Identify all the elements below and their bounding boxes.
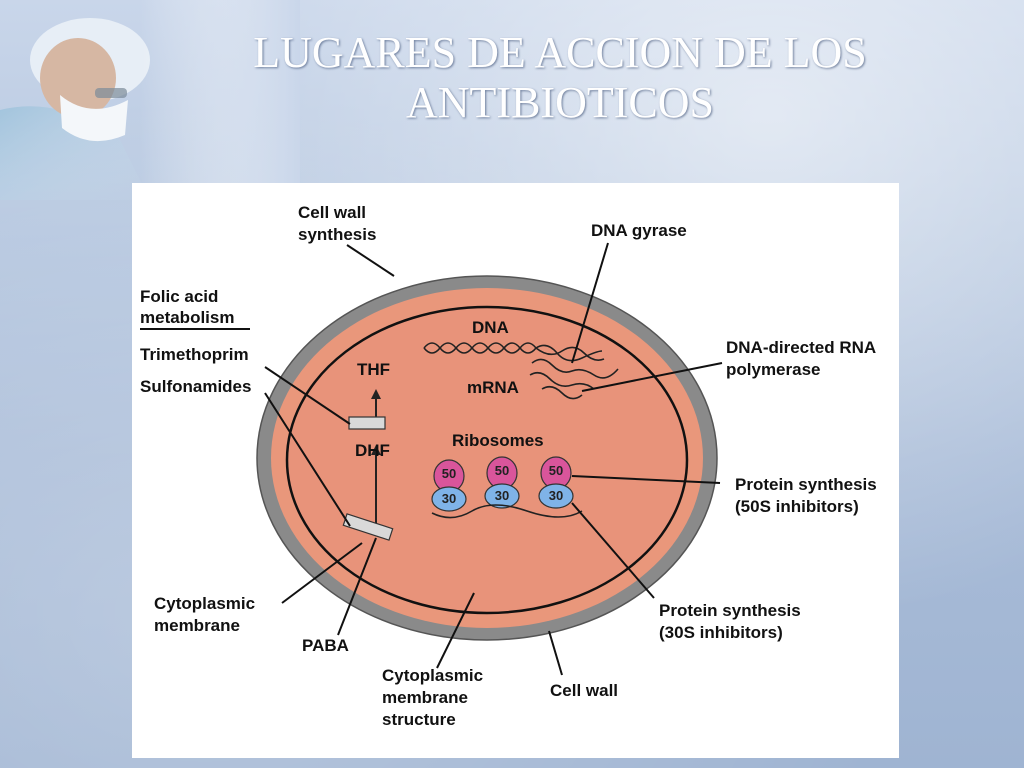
mrna-ribosome-strand bbox=[431, 504, 583, 519]
antibiotic-sites-diagram: 50 30 50 30 50 30 bbox=[132, 183, 899, 758]
label-rna-polymerase-1: DNA-directed RNA bbox=[726, 338, 876, 357]
label-cell-wall-synthesis-2: synthesis bbox=[298, 225, 376, 244]
label-trimethoprim: Trimethoprim bbox=[140, 345, 249, 364]
slide-title: LUGARES DE ACCION DE LOS ANTIBIOTICOS bbox=[230, 28, 890, 128]
label-cell-wall: Cell wall bbox=[550, 681, 618, 700]
slide-title-line-1: LUGARES DE ACCION DE LOS bbox=[253, 28, 867, 77]
label-cell-wall-synthesis-1: Cell wall bbox=[298, 203, 366, 222]
label-rna-polymerase-2: polymerase bbox=[726, 360, 821, 379]
label-ribosomes: Ribosomes bbox=[452, 431, 544, 450]
ribosome-1-30s-label: 30 bbox=[442, 491, 456, 506]
label-dhf: DHF bbox=[355, 441, 390, 460]
label-protein-50s-1: Protein synthesis bbox=[735, 475, 877, 494]
mrna-strands bbox=[529, 358, 619, 400]
label-sulfonamides: Sulfonamides bbox=[140, 377, 251, 396]
label-folic-acid-1: Folic acid bbox=[140, 287, 218, 306]
label-dna-gyrase: DNA gyrase bbox=[591, 221, 687, 240]
label-paba: PABA bbox=[302, 636, 349, 655]
dna-strand bbox=[423, 342, 605, 362]
label-folic-acid-2: metabolism bbox=[140, 308, 234, 327]
trimethoprim-block bbox=[348, 416, 386, 430]
leader-lines bbox=[264, 242, 723, 676]
surgeon-photo bbox=[0, 0, 300, 200]
label-membrane-structure-2: membrane bbox=[382, 688, 468, 707]
slide-title-line-2: ANTIBIOTICOS bbox=[406, 78, 714, 127]
label-protein-30s-1: Protein synthesis bbox=[659, 601, 801, 620]
ribosome-2-50s-label: 50 bbox=[495, 463, 509, 478]
label-membrane-structure-1: Cytoplasmic bbox=[382, 666, 483, 685]
label-thf: THF bbox=[357, 360, 390, 379]
ribosome-3-30s-label: 30 bbox=[549, 488, 563, 503]
label-protein-50s-2: (50S inhibitors) bbox=[735, 497, 859, 516]
label-cytoplasmic-membrane-2: membrane bbox=[154, 616, 240, 635]
ribosome-3-50s-label: 50 bbox=[549, 463, 563, 478]
ribosome-2: 50 30 bbox=[484, 456, 520, 509]
ribosome-1: 50 30 bbox=[431, 459, 467, 512]
label-protein-30s-2: (30S inhibitors) bbox=[659, 623, 783, 642]
ribosome-3: 50 30 bbox=[538, 456, 574, 509]
label-cytoplasmic-membrane-1: Cytoplasmic bbox=[154, 594, 255, 613]
ribosome-1-50s-label: 50 bbox=[442, 466, 456, 481]
label-dna: DNA bbox=[472, 318, 509, 337]
label-membrane-structure-3: structure bbox=[382, 710, 456, 729]
label-mrna: mRNA bbox=[467, 378, 519, 397]
ribosome-2-30s-label: 30 bbox=[495, 488, 509, 503]
